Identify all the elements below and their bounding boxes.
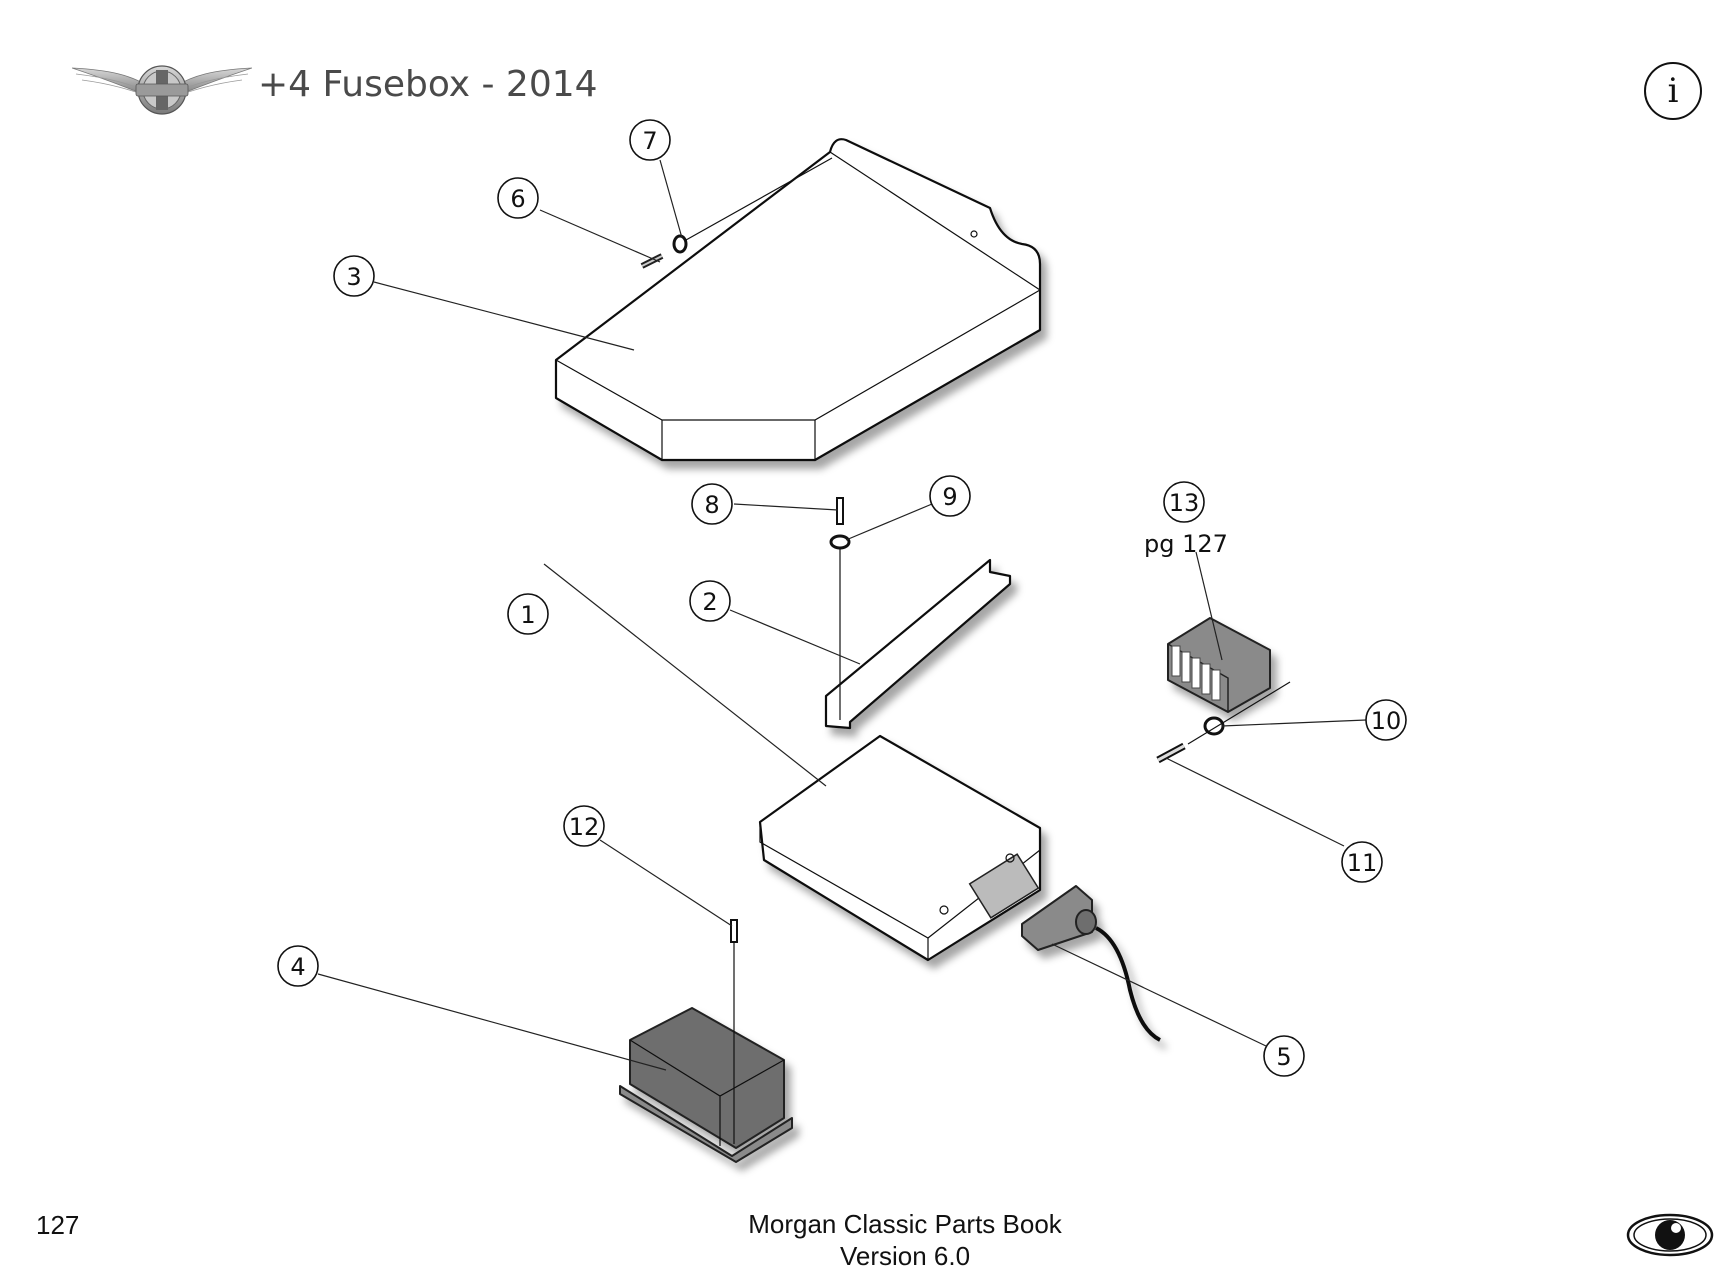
page-number: 127 [36,1210,80,1240]
part-screw-12 [730,919,738,943]
callout-6: 6 [497,177,539,219]
callout-label: 9 [942,483,957,511]
callout-10: 10 [1365,699,1407,741]
callout-label: 10 [1371,707,1402,735]
part-fusebox-cover [554,138,1042,462]
page-reference: pg 127 [1144,530,1228,558]
callout-4: 4 [277,945,319,987]
part-washer-7 [672,234,688,254]
callout-8: 8 [691,483,733,525]
part-screw-8 [836,497,844,525]
callout-label: 1 [520,601,535,629]
info-icon: i [1667,71,1679,111]
eye-icon[interactable] [1626,1212,1714,1258]
part-bracket [824,558,1012,730]
callout-label: 8 [704,491,719,519]
part-connector [1021,885,1162,1042]
callout-1: 1 [507,593,549,635]
morgan-winged-logo-icon [72,65,252,115]
callout-7: 7 [629,119,671,161]
book-title: Morgan Classic Parts Book [748,1209,1062,1239]
part-screw-11 [1156,742,1186,764]
callout-2: 2 [689,580,731,622]
callout-label: 7 [642,127,657,155]
callout-5: 5 [1263,1035,1305,1077]
callout-label: 3 [346,263,361,291]
callout-9: 9 [929,475,971,517]
part-screw-6 [640,253,664,269]
callout-11: 11 [1341,841,1383,883]
part-fusebox-unit [758,734,1042,962]
callout-label: 12 [569,813,600,841]
callout-3: 3 [333,255,375,297]
part-washer-9 [829,534,851,550]
info-button[interactable]: i [1644,62,1702,120]
callout-label: 2 [702,588,717,616]
callout-label: 11 [1347,849,1378,877]
part-relay-box [619,1007,793,1163]
version-label: Version 6.0 [839,1241,971,1271]
callout-label: 6 [510,185,525,213]
callout-13: 13 [1163,481,1205,523]
footer: Morgan Classic Parts Book Version 6.0 [700,1208,1110,1272]
callout-label: 5 [1276,1043,1291,1071]
page-title: +4 Fusebox - 2014 [258,64,598,105]
callout-12: 12 [563,805,605,847]
callout-label: 4 [290,953,305,981]
part-fuse-block [1167,617,1271,713]
callout-label: 13 [1169,489,1200,517]
